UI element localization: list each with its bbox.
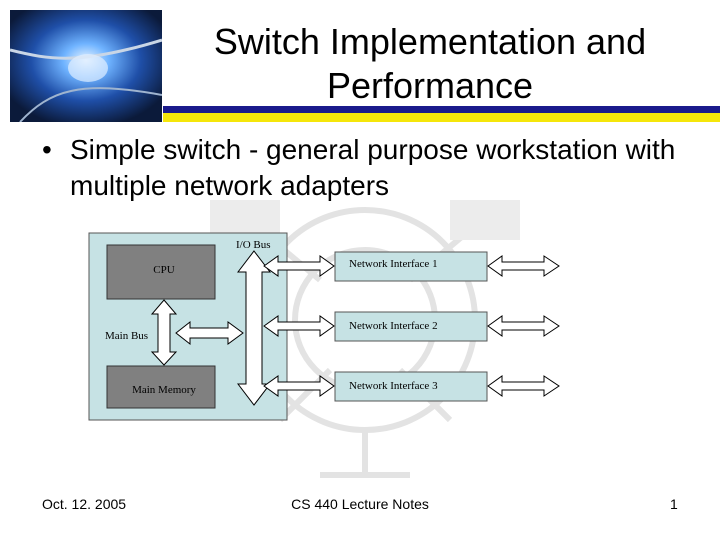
cpu-label: CPU	[153, 264, 174, 276]
io-to-interface-3-arrow	[263, 375, 335, 397]
main-bus-arrow	[150, 299, 178, 366]
network-interface-1-box	[334, 251, 488, 282]
network-interface-1-label: Network Interface 1	[349, 258, 438, 270]
main-bus-label: Main Bus	[105, 330, 148, 342]
slide-title: Switch Implementation and Performance	[213, 21, 647, 106]
interface-2-link-arrow	[487, 315, 560, 337]
network-interface-3-label: Network Interface 3	[349, 380, 438, 392]
io-bus-arrow	[236, 250, 272, 406]
main-memory-label: Main Memory	[132, 384, 196, 396]
footer-page-number: 1	[670, 496, 678, 512]
network-interface-2-label: Network Interface 2	[349, 320, 438, 332]
cpu-box	[106, 244, 216, 300]
logo-image	[10, 10, 162, 122]
io-to-interface-1-arrow	[263, 255, 335, 277]
title-underline-yellow	[163, 113, 720, 122]
bullet-text: Simple switch - general purpose workstat…	[70, 134, 676, 201]
title-underline-blue	[163, 106, 720, 113]
io-bus-label: I/O Bus	[236, 239, 271, 251]
network-interface-2-box	[334, 311, 488, 342]
io-to-interface-2-arrow	[263, 315, 335, 337]
footer-course-title: CS 440 Lecture Notes	[291, 496, 429, 512]
main-memory-box	[106, 365, 216, 409]
interface-1-link-arrow	[487, 255, 560, 277]
footer-date: Oct. 12. 2005	[42, 496, 127, 512]
bullet-marker: •	[42, 134, 52, 165]
network-interface-3-box	[334, 371, 488, 402]
interface-3-link-arrow	[487, 375, 560, 397]
bus-bridge-arrow	[175, 320, 244, 346]
